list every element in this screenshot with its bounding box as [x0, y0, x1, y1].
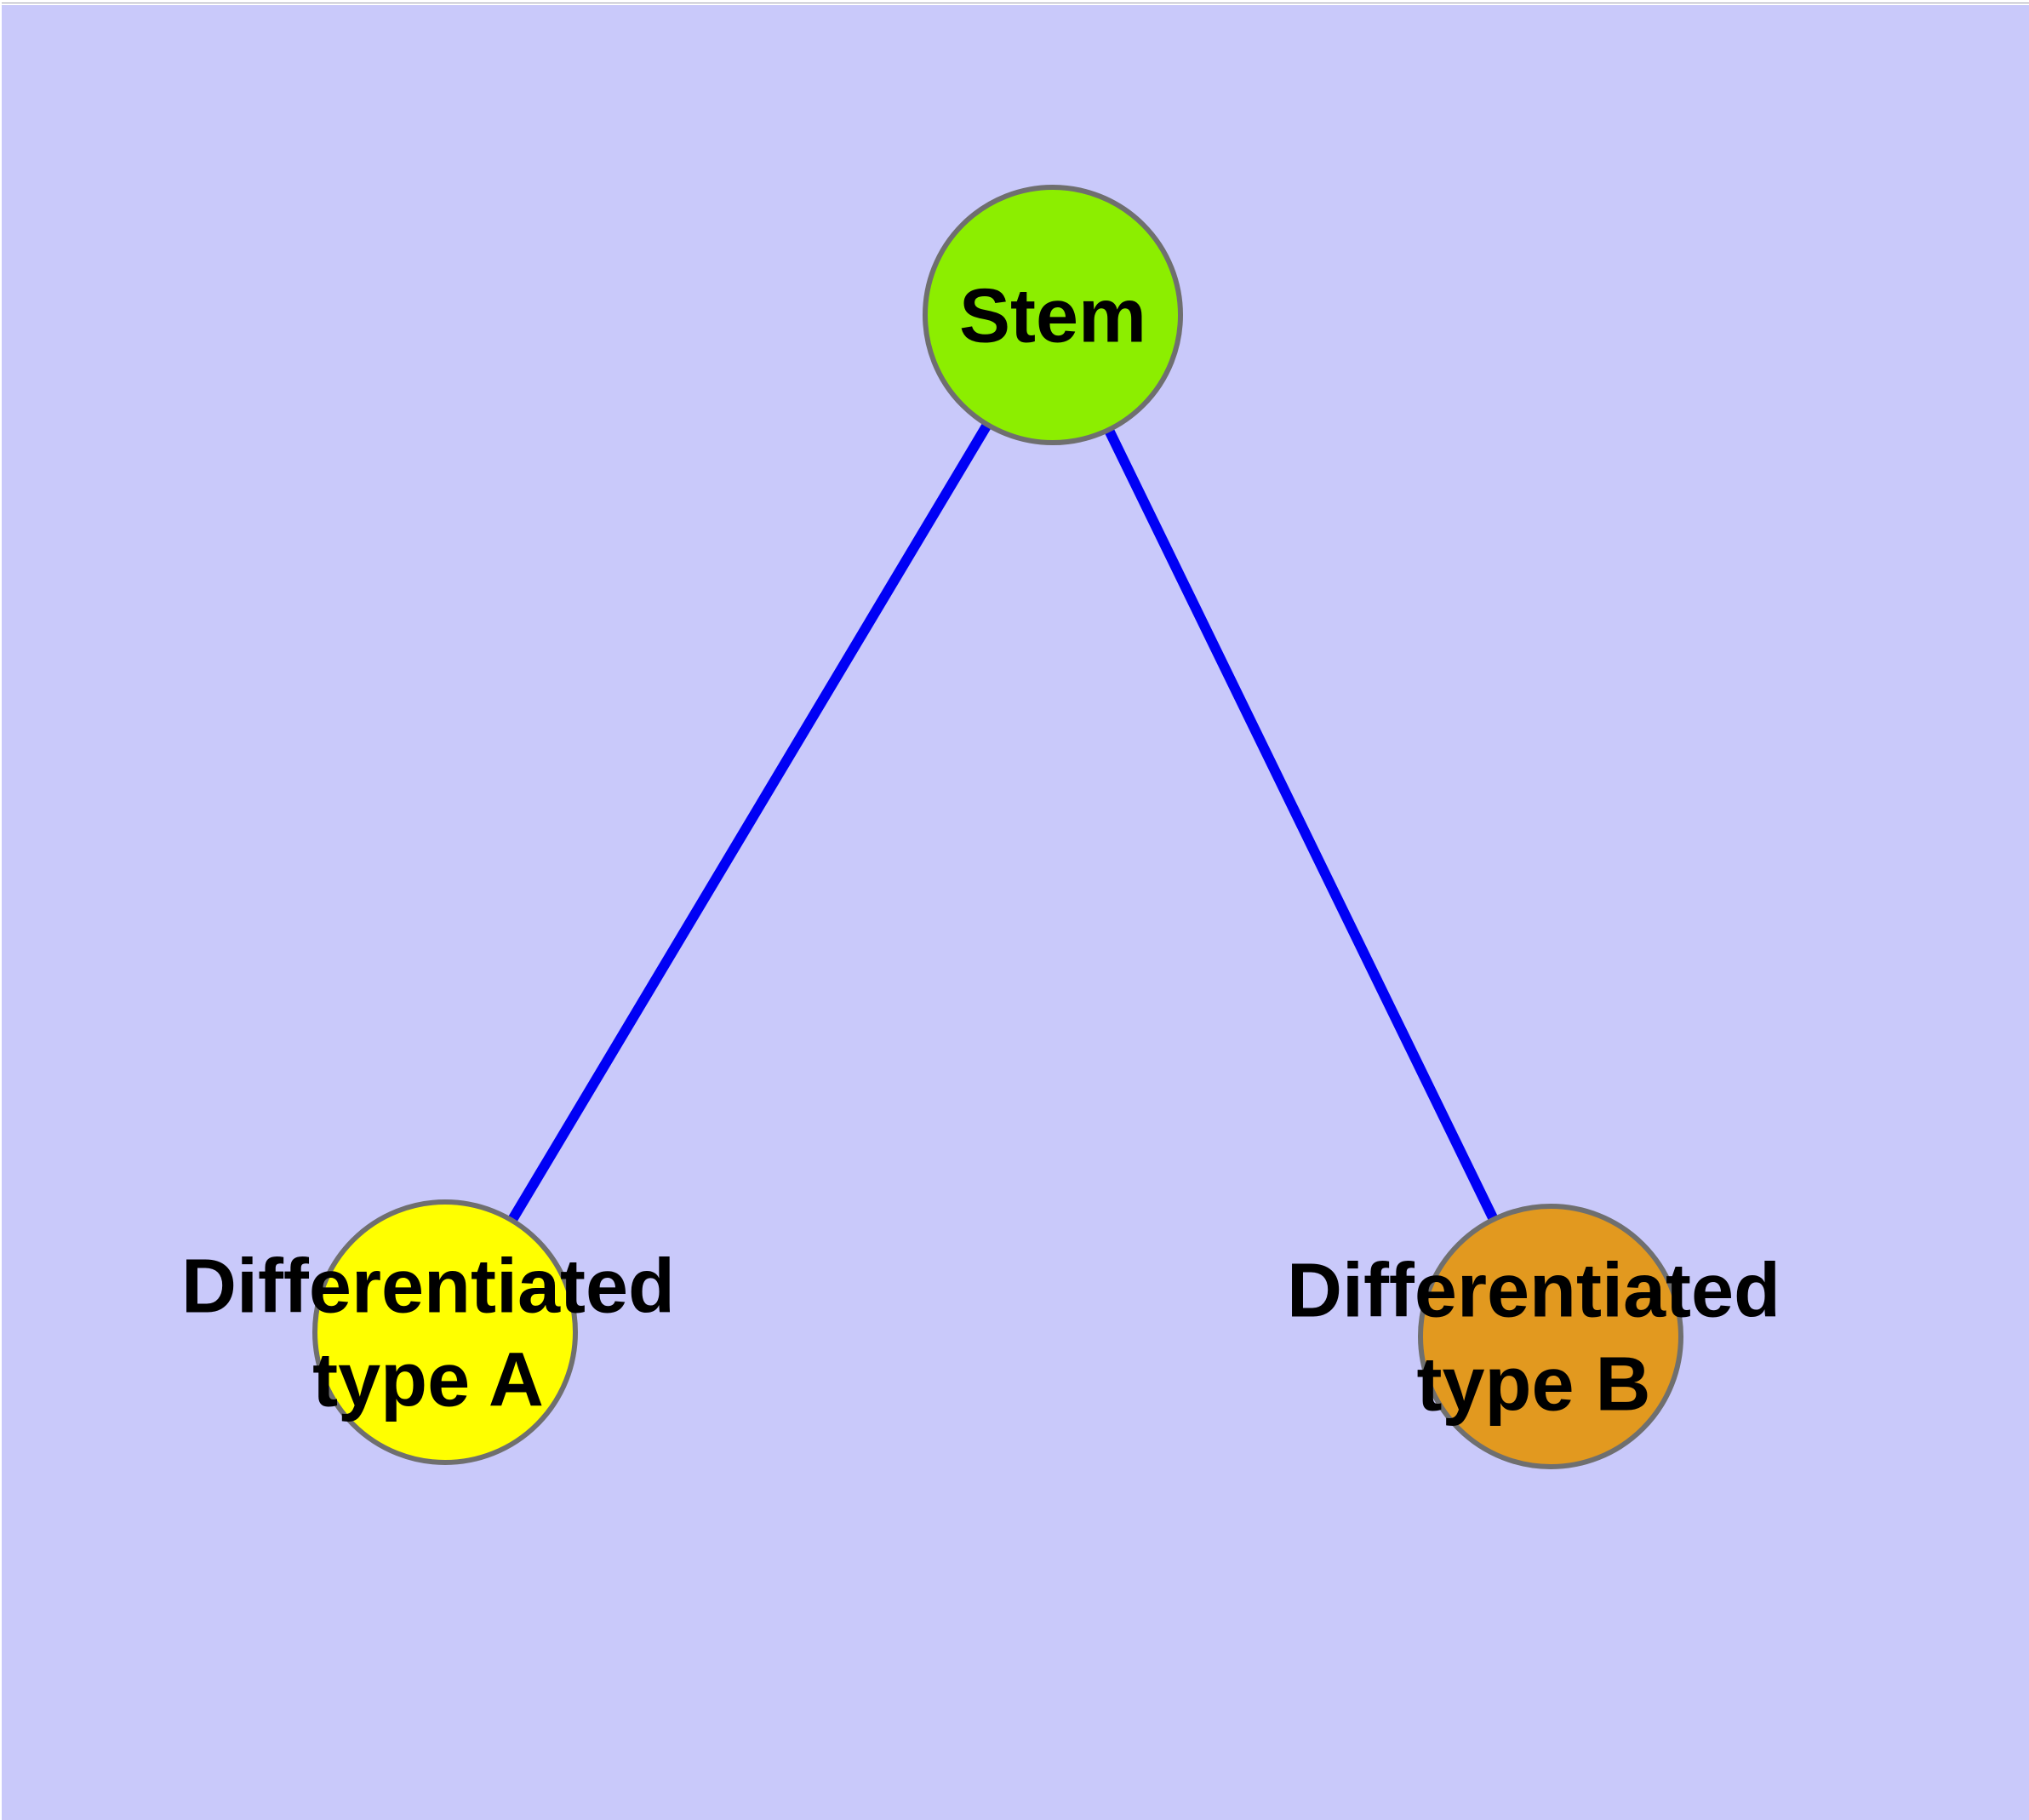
window-left-edge	[0, 0, 2, 1820]
window-top-edge	[0, 0, 2029, 5]
node-circle-type-a	[312, 1199, 578, 1465]
node-label-stem: Stem	[959, 274, 1146, 359]
edge-stem-type-a	[440, 312, 1058, 1336]
node-stem: Stem	[923, 185, 1183, 445]
edge-stem-type-b	[1048, 312, 1556, 1339]
node-circle-stem	[923, 185, 1183, 445]
node-circle-type-b	[1418, 1204, 1683, 1469]
